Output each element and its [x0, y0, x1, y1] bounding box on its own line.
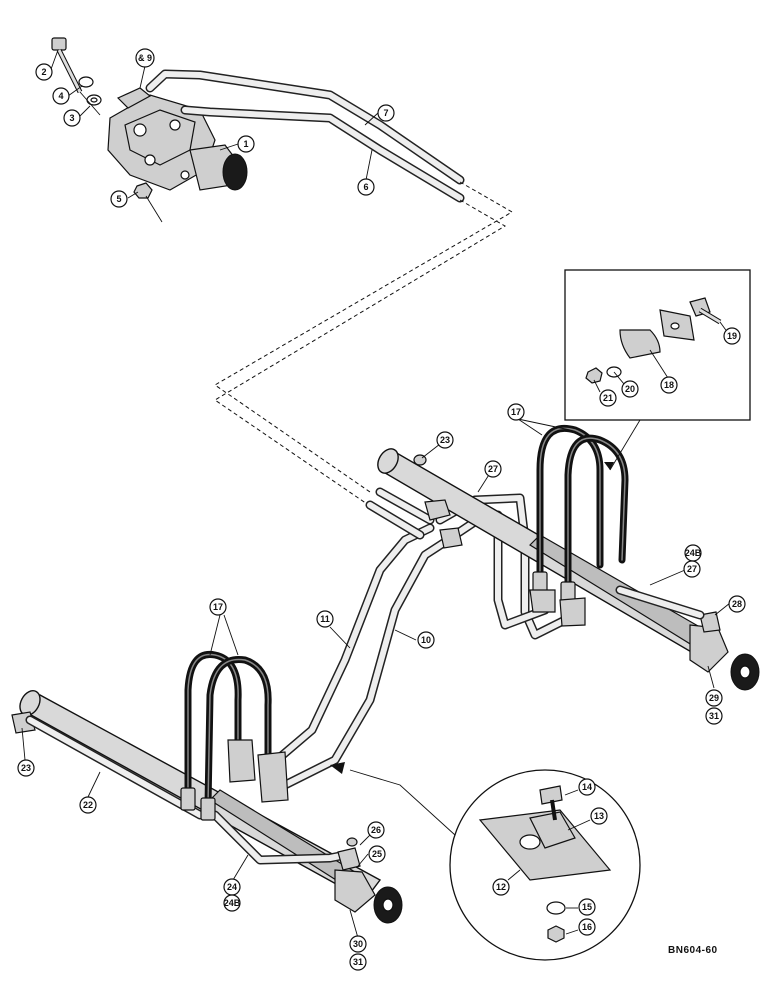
callout-2: 2 [35, 63, 53, 81]
svg-text:2: 2 [41, 67, 46, 77]
svg-text:5: 5 [116, 194, 121, 204]
tube-22 [25, 715, 205, 820]
svg-text:6: 6 [363, 182, 368, 192]
svg-text:21: 21 [603, 393, 613, 403]
callout-22: 22 [79, 796, 97, 814]
flat-washer [86, 94, 102, 106]
svg-text:11: 11 [320, 614, 330, 624]
tube-11 [260, 523, 435, 775]
svg-text:20: 20 [625, 384, 635, 394]
callout-31-left: 31 [349, 953, 367, 971]
callout-29: 29 [705, 689, 723, 707]
svg-text:22: 22 [83, 800, 93, 810]
svg-text:27: 27 [687, 564, 697, 574]
svg-text:27: 27 [488, 464, 498, 474]
callout-1: 1 [237, 135, 255, 153]
svg-text:1: 1 [243, 139, 248, 149]
right-hoses [529, 425, 629, 627]
left-cylinder [11, 690, 403, 924]
valve-bolt [51, 37, 83, 94]
svg-text:10: 10 [421, 635, 431, 645]
svg-text:30: 30 [353, 939, 363, 949]
callout-7: 7 [377, 104, 395, 122]
left-cylinder-fittings [337, 837, 361, 871]
svg-text:31: 31 [353, 957, 363, 967]
svg-text:12: 12 [496, 882, 506, 892]
callout-25: 25 [368, 845, 386, 863]
svg-text:23: 23 [21, 763, 31, 773]
callout-12: 12 [492, 878, 510, 896]
svg-text:17: 17 [511, 407, 521, 417]
tube-7 [145, 69, 465, 185]
callout-21: 21 [599, 389, 617, 407]
callout-18: 18 [660, 376, 678, 394]
callout-15: 15 [578, 898, 596, 916]
tube-10 [280, 537, 450, 790]
callout-27-right: 27 [683, 560, 701, 578]
svg-text:4: 4 [58, 91, 63, 101]
callout-28: 28 [728, 595, 746, 613]
svg-text:26: 26 [371, 825, 381, 835]
svg-text:3: 3 [69, 113, 74, 123]
callout-6: 6 [357, 178, 375, 196]
callout-17-right: 17 [507, 403, 525, 421]
svg-text:7: 7 [383, 108, 388, 118]
callout-17-left: 17 [209, 598, 227, 616]
svg-text:23: 23 [440, 435, 450, 445]
callout-19: 19 [723, 327, 741, 345]
callout-16: 16 [578, 918, 596, 936]
callout-23-right: 23 [436, 431, 454, 449]
control-valve [107, 87, 248, 191]
callout-10: 10 [417, 631, 435, 649]
svg-text:& 9: & 9 [138, 53, 152, 63]
callout-4: 4 [52, 87, 70, 105]
callout-13: 13 [590, 807, 608, 825]
left-hoses [180, 650, 289, 821]
valve-nut [133, 182, 153, 199]
svg-text:19: 19 [727, 331, 737, 341]
callout-30: 30 [349, 935, 367, 953]
tube-6 [180, 105, 465, 203]
callout-3: 3 [63, 109, 81, 127]
clamp-inset [564, 269, 751, 471]
svg-text:15: 15 [582, 902, 592, 912]
svg-text:24: 24 [227, 882, 237, 892]
callout-20: 20 [621, 380, 639, 398]
svg-text:24B: 24B [685, 548, 702, 558]
svg-text:17: 17 [213, 602, 223, 612]
reference-code: BN604-60 [668, 945, 718, 956]
svg-text:16: 16 [582, 922, 592, 932]
phantom-lines [214, 181, 513, 507]
callout-23-left: 23 [17, 759, 35, 777]
svg-text:24B: 24B [224, 898, 241, 908]
callout-31-right: 31 [705, 707, 723, 725]
svg-text:29: 29 [709, 693, 719, 703]
svg-text:25: 25 [372, 849, 382, 859]
callout-8-9: & 9 [135, 48, 155, 68]
svg-text:31: 31 [709, 711, 719, 721]
leader-lines [21, 49, 731, 939]
callout-24: 24 [223, 878, 241, 896]
svg-text:28: 28 [732, 599, 742, 609]
callout-24b-left: 24B [223, 894, 241, 912]
lock-washer [78, 76, 94, 88]
svg-text:18: 18 [664, 380, 674, 390]
svg-text:13: 13 [594, 811, 604, 821]
callout-5: 5 [110, 190, 128, 208]
callout-27-upper: 27 [484, 460, 502, 478]
right-cylinder-fittings [413, 454, 463, 549]
svg-text:14: 14 [582, 782, 592, 792]
callout-14: 14 [578, 778, 596, 796]
callout-11: 11 [316, 610, 334, 628]
callout-24b-right: 24B [684, 544, 702, 562]
tube-24 [210, 810, 350, 865]
callout-26: 26 [367, 821, 385, 839]
right-cylinder-rod-tube [365, 487, 705, 620]
